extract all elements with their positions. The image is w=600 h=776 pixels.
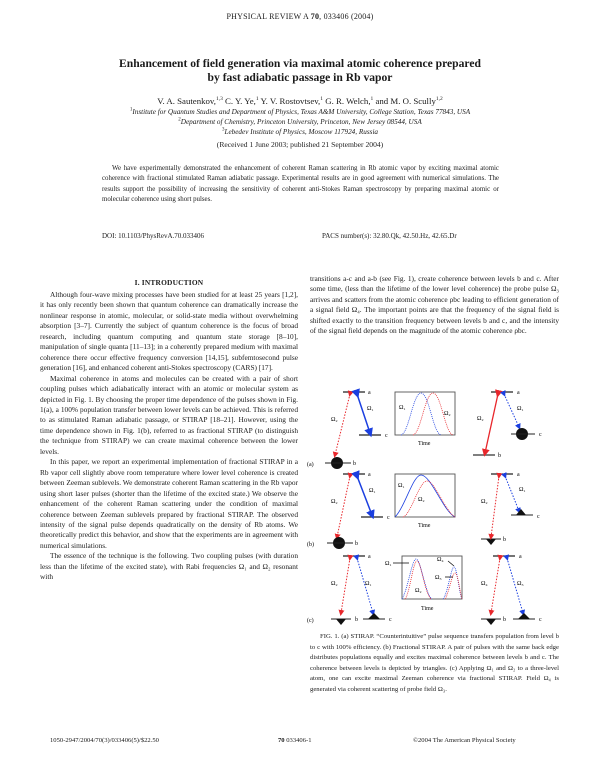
svg-text:Ω₁: Ω₁ <box>365 581 372 587</box>
svg-text:a: a <box>519 554 522 560</box>
svg-text:b: b <box>498 453 501 459</box>
svg-text:b: b <box>355 617 358 623</box>
received-date: (Received 1 June 2003; published 21 Sept… <box>216 140 384 149</box>
author-affiliation-mark: 1 <box>320 96 324 103</box>
caption-text: FIG. 1. (a) STIRAP. “Counterintuitive” p… <box>310 633 559 693</box>
affiliation-text: Lebedev Institute of Physics, Moscow 117… <box>224 128 379 136</box>
svg-text:c: c <box>385 433 388 439</box>
author: Y. V. Rostovtsev, <box>260 96 321 106</box>
svg-text:Ω₂: Ω₂ <box>331 499 338 505</box>
paragraph: In this paper, we report an experimental… <box>40 457 298 550</box>
author: G. R. Welch, <box>325 96 371 106</box>
svg-text:Ω₂: Ω₂ <box>444 411 451 417</box>
svg-text:b: b <box>503 617 506 623</box>
svg-text:Time: Time <box>421 606 434 612</box>
svg-text:Ω₂: Ω₂ <box>481 499 488 505</box>
svg-text:c: c <box>539 617 542 623</box>
paragraph: Maximal coherence in atoms and molecules… <box>40 373 298 456</box>
doi-link[interactable]: DOI: 10.1103/PhysRevA.70.033406 <box>102 232 205 240</box>
author-list: V. A. Sautenkov,1,3 C. Y. Ye,1 Y. V. Ros… <box>0 96 600 106</box>
svg-text:Ω₁: Ω₁ <box>399 405 406 411</box>
journal-header: PHYSICAL REVIEW A 70, 033406 (2004) <box>0 12 600 21</box>
panel-a: a c Ω₂ Ω₁ b (a) Ω₁ Ω₂ Time a b Ω₂ <box>307 388 542 469</box>
panel-c-label: (c) <box>307 617 314 624</box>
svg-text:Ω₃: Ω₃ <box>435 575 442 581</box>
footer-page: 70 033406-1 <box>278 737 312 744</box>
svg-text:a: a <box>517 390 520 396</box>
paper-title: Enhancement of field generation via maxi… <box>60 57 540 85</box>
affiliation-3: 3Lebedev Institute of Physics, Moscow 11… <box>0 128 600 136</box>
abstract: We have experimentally demonstrated the … <box>102 165 499 203</box>
svg-text:Ω₁: Ω₁ <box>369 488 376 494</box>
svg-text:a: a <box>368 554 371 560</box>
footer-page-number: 033406-1 <box>284 737 312 744</box>
figure-caption: FIG. 1. (a) STIRAP. “Counterintuitive” p… <box>310 632 559 695</box>
panel-c: a Ω₂ Ω₁ b c (c) Ω₁ Ω₂ Ω₄ Ω₃ Time <box>307 554 542 625</box>
svg-text:Ω₁: Ω₁ <box>398 483 405 489</box>
svg-text:c: c <box>537 514 540 520</box>
svg-text:b: b <box>355 541 358 547</box>
affiliation-number: 2 <box>178 117 181 123</box>
svg-text:b: b <box>353 461 356 467</box>
svg-text:Ω₄: Ω₄ <box>437 557 444 563</box>
article-number: , 033406 (2004) <box>319 12 374 21</box>
author-affiliation-mark: 1,2 <box>435 96 443 103</box>
svg-text:Ω₂: Ω₂ <box>331 581 338 587</box>
affiliation-text: Department of Chemistry, Princeton Unive… <box>180 118 422 126</box>
right-column: transitions a-c and a-b (see Fig. 1), cr… <box>310 274 559 337</box>
svg-text:c: c <box>389 617 392 623</box>
svg-text:a: a <box>368 472 371 478</box>
svg-text:Ω₂: Ω₂ <box>418 497 425 503</box>
author: V. A. Sautenkov, <box>157 96 216 106</box>
svg-text:Ω₁: Ω₁ <box>385 561 392 567</box>
journal-name: PHYSICAL REVIEW A <box>226 12 309 21</box>
svg-text:Ω₃: Ω₃ <box>517 581 524 587</box>
svg-text:b: b <box>503 537 506 543</box>
svg-text:Time: Time <box>418 441 431 447</box>
panel-b: a c Ω₂ Ω₁ b (b) Ω₁ Ω₂ Time a b Ω₂ Ω₁ <box>307 470 540 549</box>
section-heading: I. INTRODUCTION <box>134 278 204 287</box>
svg-text:Time: Time <box>418 523 431 529</box>
pacs-numbers: PACS number(s): 32.80.Qk, 42.50.Hz, 42.6… <box>322 232 457 240</box>
svg-text:Ω₁: Ω₁ <box>519 487 526 493</box>
author-affiliation-mark: 1,3 <box>215 96 223 103</box>
left-column: Although four-wave mixing processes have… <box>40 290 298 583</box>
svg-text:a: a <box>517 472 520 478</box>
svg-text:c: c <box>539 432 542 438</box>
svg-text:Ω₂: Ω₂ <box>415 588 422 594</box>
affiliation-number: 1 <box>129 107 133 113</box>
svg-text:Ω₄: Ω₄ <box>481 581 488 587</box>
author: C. Y. Ye, <box>225 96 256 106</box>
footer-copyright: ©2004 The American Physical Society <box>413 737 516 744</box>
affiliation-text: Institute for Quantum Studies and Depart… <box>132 108 471 116</box>
author-affiliation-mark: 1 <box>255 96 259 103</box>
svg-text:c: c <box>387 515 390 521</box>
svg-text:Ω₂: Ω₂ <box>477 416 484 422</box>
affiliation-number: 3 <box>221 127 225 133</box>
paragraph: Although four-wave mixing processes have… <box>40 290 298 373</box>
svg-text:Ω₁: Ω₁ <box>517 406 524 412</box>
figure-1: a c Ω₂ Ω₁ b (a) Ω₁ Ω₂ Time a b Ω₂ <box>305 385 561 630</box>
svg-text:Ω₂: Ω₂ <box>331 417 338 423</box>
svg-text:Ω₁: Ω₁ <box>367 406 374 412</box>
svg-text:a: a <box>368 390 371 396</box>
affiliation-2: 2Department of Chemistry, Princeton Univ… <box>0 118 600 126</box>
journal-volume: 70 <box>310 12 320 21</box>
author-affiliation-mark: 1 <box>370 96 374 103</box>
panel-b-label: (b) <box>307 541 314 548</box>
title-line-2: by fast adiabatic passage in Rb vapor <box>207 71 393 84</box>
title-line-1: Enhancement of field generation via maxi… <box>119 57 481 70</box>
footer-volume: 70 <box>278 737 285 744</box>
footer-issn: 1050-2947/2004/70(3)/033406(5)/$22.50 <box>50 737 159 744</box>
paragraph: transitions a-c and a-b (see Fig. 1), cr… <box>310 274 559 336</box>
author: and M. O. Scully <box>375 96 436 106</box>
paragraph: The essence of the technique is the foll… <box>40 551 298 582</box>
panel-a-label: (a) <box>307 461 314 468</box>
affiliation-1: 1Institute for Quantum Studies and Depar… <box>0 108 600 116</box>
